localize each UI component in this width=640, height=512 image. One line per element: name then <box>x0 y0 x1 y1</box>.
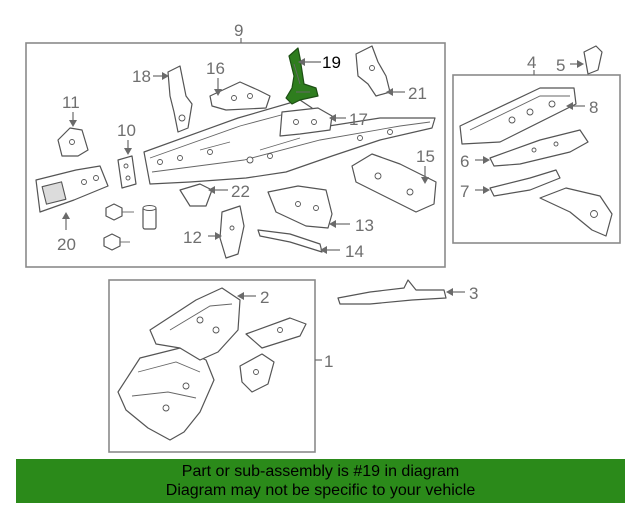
inner-bracket[interactable] <box>245 317 307 349</box>
callout-16: 16 <box>206 59 225 78</box>
group-box-9 <box>25 42 446 268</box>
callout-11: 11 <box>62 93 80 112</box>
part-22[interactable] <box>179 183 213 207</box>
part-19-highlighted[interactable] <box>285 47 319 105</box>
banner-line-1: Part or sub-assembly is #19 in diagram <box>181 463 460 480</box>
banner-line-2: Diagram may not be specific to your vehi… <box>165 482 476 499</box>
callout-10: 10 <box>117 121 136 140</box>
callout-22: 22 <box>231 182 250 201</box>
callout-1: 1 <box>324 352 333 371</box>
spacer-sleeve[interactable] <box>142 205 157 230</box>
bolt-upper[interactable] <box>105 203 134 221</box>
callout-13: 13 <box>355 216 374 235</box>
part-17[interactable] <box>279 107 333 137</box>
callout-14: 14 <box>345 242 364 261</box>
part-10[interactable] <box>117 155 137 189</box>
part-5[interactable] <box>583 45 603 75</box>
callout-12: 12 <box>183 228 202 247</box>
callout-17: 17 <box>349 110 368 129</box>
part-8[interactable] <box>459 87 577 145</box>
callout-6: 6 <box>460 152 469 171</box>
callout-3: 3 <box>469 284 478 303</box>
callout-8: 8 <box>589 98 598 117</box>
group-box-4 <box>452 74 621 244</box>
part-16[interactable] <box>209 81 271 111</box>
info-banner: Part or sub-assembly is #19 in diagram D… <box>16 459 625 503</box>
part-11[interactable] <box>57 127 89 157</box>
part-7[interactable] <box>489 169 561 197</box>
part-13[interactable] <box>267 185 333 229</box>
bolt-lower[interactable] <box>103 233 130 251</box>
part-14[interactable] <box>257 229 323 253</box>
callout-5: 5 <box>556 56 565 75</box>
front-rail-part[interactable] <box>143 99 436 185</box>
callout-21: 21 <box>408 84 427 103</box>
callout-7: 7 <box>460 182 469 201</box>
wheelhouse-assembly[interactable] <box>117 287 241 441</box>
lower-gusset[interactable] <box>239 353 275 393</box>
callout-19: 19 <box>322 53 341 72</box>
callout-18: 18 <box>132 67 151 86</box>
group-box-1 <box>108 279 316 453</box>
part-20[interactable] <box>35 165 109 213</box>
callout-20: 20 <box>57 235 76 254</box>
rear-bracket[interactable] <box>539 187 613 237</box>
part-21[interactable] <box>355 45 391 97</box>
part-15[interactable] <box>351 153 437 213</box>
callout-4: 4 <box>527 53 536 72</box>
part-12[interactable] <box>219 205 245 259</box>
callout-9: 9 <box>234 21 243 40</box>
part-18[interactable] <box>167 65 193 133</box>
callout-15: 15 <box>416 147 435 166</box>
callout-2: 2 <box>260 288 269 307</box>
part-3[interactable] <box>337 279 447 305</box>
part-6[interactable] <box>489 129 589 167</box>
